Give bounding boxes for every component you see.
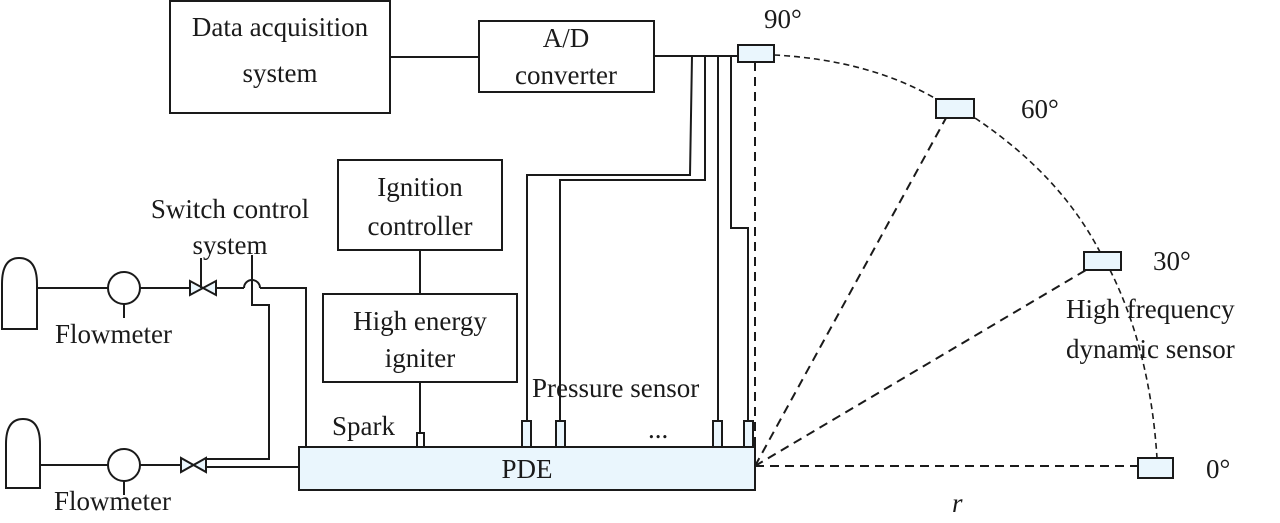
data-acquisition-label-line1: Data acquisition [192, 12, 369, 42]
data-acquisition-box [169, 0, 391, 114]
ignition-controller-label-line2: controller [368, 211, 473, 241]
angle-label-90: 90° [764, 4, 802, 34]
igniter-label-line2: igniter [385, 343, 455, 373]
sensor-ellipsis: ... [648, 414, 668, 444]
pressure-sensor-label: Pressure sensor [532, 373, 699, 403]
hf-sensor-label-line2: dynamic sensor [1066, 334, 1235, 364]
spark-label: Spark [332, 411, 395, 441]
pressure-sensor [555, 420, 566, 448]
gas-cylinder-icon [1, 256, 38, 330]
gas-supply-bottom [5, 255, 299, 495]
sensor-wire-2 [559, 56, 706, 421]
angle-label-60: 60° [1021, 94, 1059, 124]
hf-sensor-0 [1137, 457, 1174, 479]
ad-converter-box [478, 20, 655, 93]
igniter-box [322, 293, 518, 383]
ad-converter-label-line1: A/D [543, 23, 590, 53]
sensor-wire-1 [526, 55, 693, 421]
pressure-sensors [521, 420, 754, 448]
ignition-controller-box [337, 159, 503, 251]
angle-label-0: 0° [1206, 454, 1230, 484]
switch-control-label-line2: system [192, 230, 267, 260]
flowmeter-label-top: Flowmeter [55, 319, 172, 349]
flowmeter-label-bottom: Flowmeter [54, 486, 171, 516]
arc-30-0 [1109, 269, 1158, 459]
valve-icon [180, 456, 207, 474]
gas-supply-top [1, 256, 307, 447]
pressure-sensor-wires [526, 55, 749, 421]
hf-sensor-60 [935, 98, 975, 119]
switch-control-label-line1: Switch control [151, 194, 309, 224]
spark-plug [416, 432, 425, 448]
ignition-controller-block: Ignition controller [337, 159, 503, 251]
hf-sensor-90 [737, 44, 775, 63]
data-acquisition-block: Data acquisition system [169, 0, 391, 114]
radial-sensor-array: 90° 60° 30° 0° [737, 4, 1230, 484]
pressure-sensor [712, 420, 723, 448]
data-acquisition-label-line2: system [242, 58, 317, 88]
hf-sensor-label-line1: High frequency [1066, 294, 1235, 324]
flowmeter-icon [107, 448, 141, 482]
pressure-sensor [743, 420, 754, 448]
ad-converter-label-line2: converter [515, 60, 617, 90]
arc-60-30 [974, 117, 1101, 253]
hf-sensor-30 [1083, 251, 1122, 271]
switch-control-line [206, 255, 270, 460]
sensor-wire-4 [730, 56, 749, 421]
igniter-block: High energy igniter [322, 293, 518, 383]
ignition-controller-label-line1: Ignition [377, 172, 463, 202]
radius-line-60 [754, 117, 947, 467]
radius-label: r [952, 488, 963, 518]
arc-90-60 [773, 54, 939, 101]
pde-tube [298, 446, 756, 491]
valve-icon [189, 279, 217, 297]
radius-line-30 [754, 269, 1087, 467]
pipe-to-pde [260, 287, 307, 447]
igniter-label-line1: High energy [353, 306, 487, 336]
pde-block: PDE [298, 446, 756, 491]
gas-cylinder-icon [5, 417, 41, 489]
angle-label-30: 30° [1153, 246, 1191, 276]
pde-label: PDE [501, 454, 552, 484]
flowmeter-icon [107, 271, 141, 305]
pressure-sensor [521, 420, 532, 448]
ad-converter-block: A/D converter [478, 20, 655, 93]
